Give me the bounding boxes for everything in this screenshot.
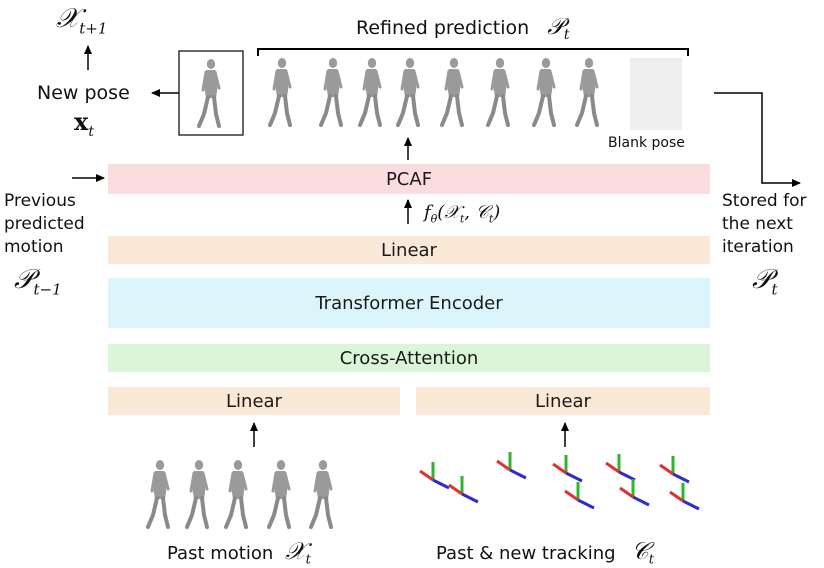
linear-left-block: Linear	[108, 387, 400, 415]
tracking-caption: Past & new tracking 𝒞t	[436, 537, 655, 568]
refined-walker	[575, 56, 599, 127]
linear-top-block: Linear	[108, 236, 710, 264]
previous-motion-label: Previous predicted motion	[4, 191, 85, 257]
past-motion-walker	[309, 458, 333, 529]
blank-pose-box	[630, 58, 682, 130]
pcaf-label: PCAF	[385, 168, 433, 190]
linear-right-block: Linear	[416, 387, 710, 415]
refined-walker	[319, 56, 343, 127]
tracking-frame	[668, 481, 701, 511]
refined-walker	[268, 56, 292, 127]
tracking-frame	[551, 453, 584, 483]
stored-arrow	[714, 92, 801, 187]
pcaf-block: PCAF	[108, 164, 710, 194]
tracking-frame	[658, 454, 691, 484]
linear-left-label: Linear	[226, 390, 282, 412]
new-pose-label: New pose	[37, 82, 130, 104]
tracking-frame	[495, 450, 528, 480]
stored-symbol: 𝒫t	[752, 264, 778, 299]
linear-top-label: Linear	[381, 239, 437, 261]
tracking-frame	[618, 477, 651, 507]
linear-right-label: Linear	[535, 390, 591, 412]
transformer-encoder-block: Transformer Encoder	[108, 278, 710, 328]
past-motion-walker	[185, 458, 209, 529]
blank-pose-label: Blank pose	[608, 135, 685, 151]
next-state-symbol: 𝒳t+1	[56, 3, 108, 38]
refined-bracket	[257, 48, 689, 56]
refined-walker	[440, 56, 464, 127]
refined-prediction-title: Refined prediction 𝒫t	[356, 14, 570, 43]
transformer-encoder-label: Transformer Encoder	[315, 292, 503, 314]
stored-label: Stored for the next iteration	[722, 191, 807, 257]
f-theta-label: fθ(𝒳t, 𝒞t)	[424, 202, 501, 226]
new-pose-symbol: xt	[74, 107, 94, 140]
past-motion-walker	[224, 458, 248, 529]
refined-walker	[396, 56, 420, 127]
tracking-frame	[563, 480, 596, 510]
tracking-frame	[418, 460, 451, 490]
cross-attention-label: Cross-Attention	[339, 347, 479, 369]
refined-walker	[532, 56, 556, 127]
tracking-frame	[604, 452, 637, 482]
previous-motion-symbol: 𝒫t−1	[14, 264, 62, 299]
cross-attention-block: Cross-Attention	[108, 344, 710, 372]
past-motion-walker	[146, 458, 170, 529]
past-motion-walker	[267, 458, 291, 529]
new-pose-figure	[197, 57, 221, 128]
past-motion-caption: Past motion 𝒳t	[167, 537, 311, 568]
refined-walker	[486, 56, 510, 127]
refined-walker	[358, 56, 382, 127]
tracking-frame	[447, 474, 480, 504]
